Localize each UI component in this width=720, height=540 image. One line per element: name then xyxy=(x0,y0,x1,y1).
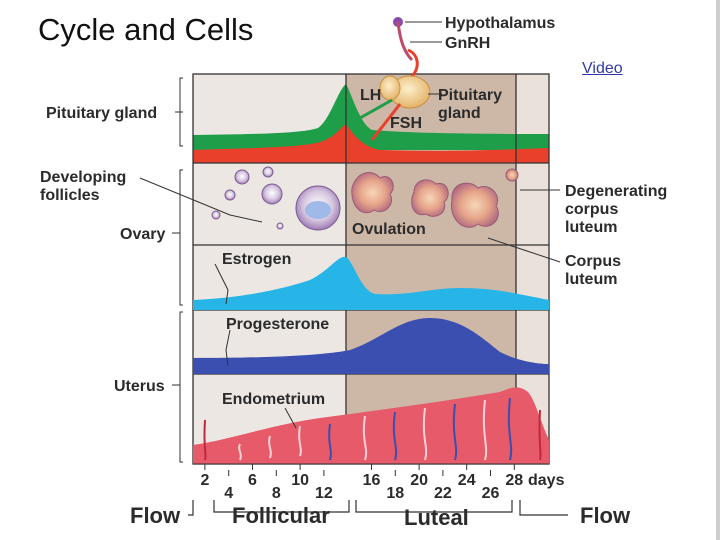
fsh-curve xyxy=(193,124,549,163)
label-progesterone: Progesterone xyxy=(226,316,329,333)
slide-title: Cycle and Cells xyxy=(38,12,254,47)
label-corpus-line2: luteum xyxy=(565,271,617,288)
day-label: 16 xyxy=(363,472,381,489)
label-days: days xyxy=(528,472,565,489)
label-lh: LH xyxy=(360,87,381,104)
label-endometrium: Endometrium xyxy=(222,391,325,408)
day-label: 28 xyxy=(505,472,523,489)
video-link[interactable]: Video xyxy=(582,60,623,77)
label-ovary: Ovary xyxy=(120,226,165,243)
slide-edge xyxy=(716,0,720,540)
day-label: 20 xyxy=(410,472,428,489)
phase-flow-left: Flow xyxy=(130,503,181,528)
estrogen-curve xyxy=(193,256,549,310)
day-label: 24 xyxy=(458,472,476,489)
day-label: 12 xyxy=(315,485,333,502)
day-label: 26 xyxy=(482,485,500,502)
label-pituitary-line1: Pituitary xyxy=(438,87,502,104)
progesterone-curve xyxy=(193,318,549,374)
day-label: 6 xyxy=(248,472,257,489)
pituitary-illustration xyxy=(359,17,431,141)
phase-brackets xyxy=(188,500,568,516)
day-label: 4 xyxy=(224,485,233,502)
label-developing-line2: follicles xyxy=(40,187,100,204)
label-uterus: Uterus xyxy=(114,378,165,395)
label-pituitary-line2: gland xyxy=(438,105,481,122)
days-bottom: 4 8 12 18 22 26 xyxy=(224,470,500,502)
label-fsh: FSH xyxy=(390,115,422,132)
endometrium-glands xyxy=(203,397,542,461)
label-gnrh: GnRH xyxy=(445,35,490,52)
endometrium-tissue xyxy=(193,387,549,464)
day-label: 10 xyxy=(291,472,309,489)
label-degenerating-line3: luteum xyxy=(565,219,617,236)
phase-follicular: Follicular xyxy=(232,503,330,528)
label-ovulation: Ovulation xyxy=(352,221,426,238)
day-label: 18 xyxy=(386,485,404,502)
corpus-luteum-stages xyxy=(351,168,519,228)
label-degenerating-line1: Degenerating xyxy=(565,183,667,200)
label-leader-lines xyxy=(139,21,561,463)
label-developing-line1: Developing xyxy=(40,169,126,186)
phase-luteal: Luteal xyxy=(404,505,469,530)
day-label: 8 xyxy=(272,485,281,502)
label-corpus-line1: Corpus xyxy=(565,253,621,270)
label-estrogen: Estrogen xyxy=(222,251,291,268)
label-pituitary-gland: Pituitary gland xyxy=(46,105,157,122)
label-degenerating-line2: corpus xyxy=(565,201,618,218)
phase-flow-right: Flow xyxy=(580,503,631,528)
label-hypothalamus: Hypothalamus xyxy=(445,15,555,32)
lh-curve xyxy=(193,84,549,150)
day-label: 22 xyxy=(434,485,452,502)
days-top: 2 6 10 16 20 24 28 xyxy=(200,464,523,489)
day-label: 2 xyxy=(200,472,209,489)
developing-follicles xyxy=(211,166,341,231)
